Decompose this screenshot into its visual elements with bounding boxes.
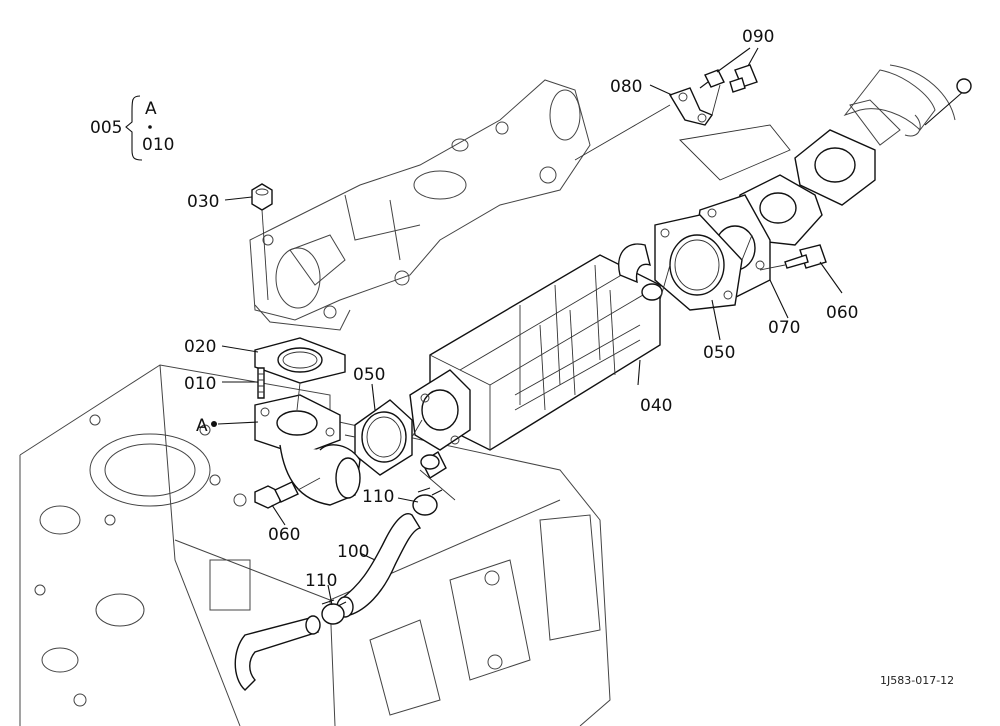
engine-block [19, 364, 611, 726]
callout-010: 010 [184, 374, 216, 394]
callout-040: 040 [640, 396, 672, 416]
label-bracket-010: 010 [142, 135, 174, 155]
callout-100: 100 [337, 542, 369, 562]
callout-090: 090 [742, 27, 774, 47]
callout-060-right: 060 [826, 303, 858, 323]
bracket-dot [148, 125, 152, 129]
coolant-nozzle [420, 450, 447, 480]
callout-050-right: 050 [703, 343, 735, 363]
callout-070: 070 [768, 318, 800, 338]
cooler-inlet-flange [409, 369, 471, 451]
hose-clamp-lower [321, 599, 347, 625]
callout-110-upper: 110 [362, 487, 394, 507]
coolant-hose [336, 513, 422, 618]
label-bracket-a: A [145, 99, 157, 119]
egr-pipe-elbow [254, 394, 361, 506]
nut [251, 183, 273, 211]
manifold-gasket [254, 337, 346, 384]
callout-020: 020 [184, 337, 216, 357]
drawing-code: 1J583-017-12 [880, 674, 954, 687]
egr-gasket-left [354, 399, 413, 476]
pipe-gasket [794, 129, 876, 206]
callout-110-lower: 110 [305, 571, 337, 591]
bolts-090 [699, 64, 758, 93]
assembly-bracket: 005 A 010 [90, 95, 174, 161]
lower-coolant-pipe [234, 615, 321, 691]
exhaust-manifold [249, 79, 591, 331]
callout-060-left: 060 [268, 525, 300, 545]
bolt-left [254, 481, 299, 509]
assembly-lines [261, 84, 791, 501]
bolt-right [784, 244, 827, 269]
stud-bolt [257, 367, 265, 399]
label-005: 005 [90, 118, 122, 138]
callout-050-left: 050 [353, 365, 385, 385]
stud-bolt-upper [924, 78, 972, 126]
egr-gasket-right [654, 214, 743, 311]
callout-030: 030 [187, 192, 219, 212]
egr-cooler [429, 243, 663, 451]
exhaust-pipe [843, 64, 956, 146]
bracket [668, 87, 714, 126]
callout-a: A [196, 416, 208, 436]
callout-labels: 090 080 030 020 010 A 050 040 060 060 07… [184, 27, 858, 591]
hose-clamp-upper [412, 487, 443, 516]
callout-080: 080 [610, 77, 642, 97]
reference-point-a [211, 421, 217, 427]
leader-lines [217, 47, 843, 606]
